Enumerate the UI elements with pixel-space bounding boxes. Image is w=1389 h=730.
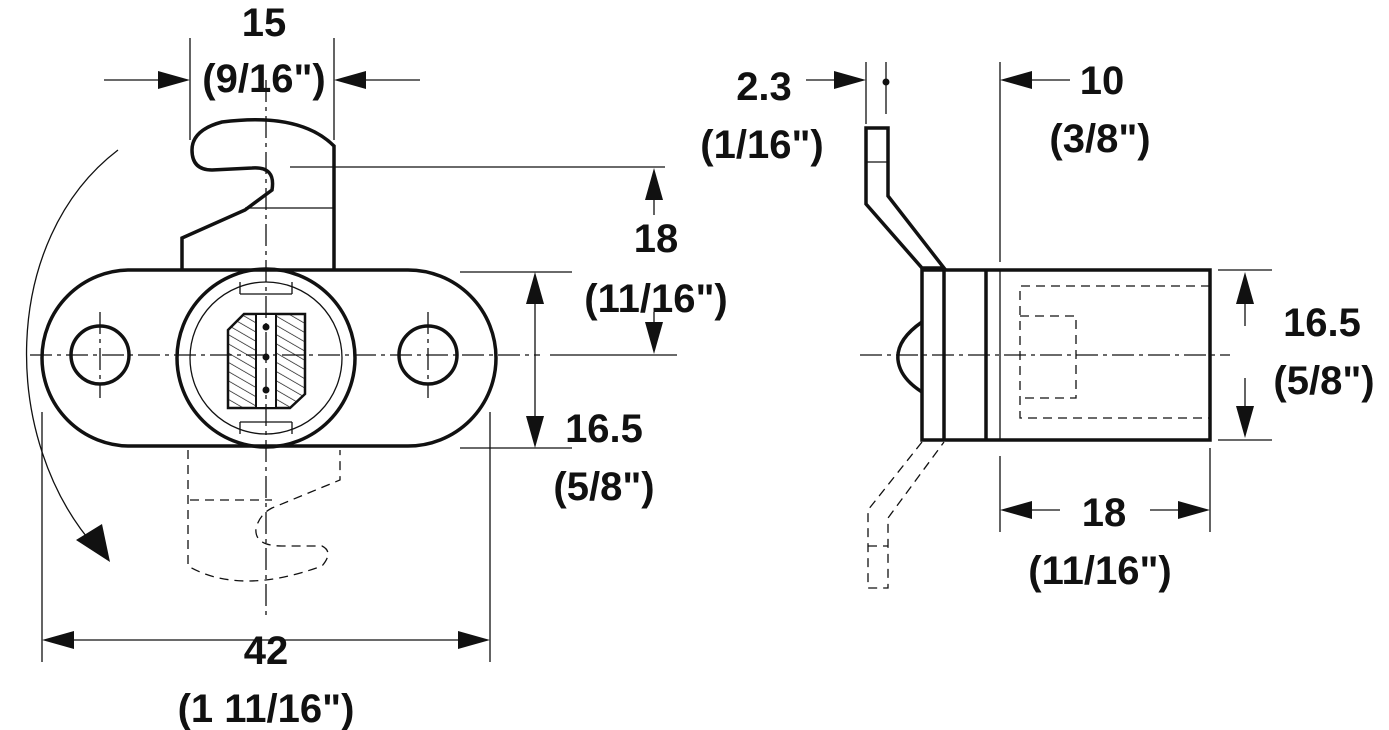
label-cam-offset-inch: (3/8") bbox=[1049, 117, 1150, 161]
dim-42-arrow-right bbox=[458, 631, 490, 649]
label-body-height-inch: (5/8") bbox=[553, 465, 654, 509]
dim-15-arrow-right bbox=[334, 71, 366, 89]
label-top-width-mm: 15 bbox=[242, 1, 287, 45]
rotation-arrowhead bbox=[76, 524, 110, 562]
cam-hook-rotated-dashed bbox=[187, 450, 341, 582]
dim-15-arrow-left bbox=[158, 71, 190, 89]
dim-side-165-arrow-up bbox=[1236, 272, 1254, 304]
dim-165-arrow-down bbox=[526, 416, 544, 448]
label-body-height-mm: 16.5 bbox=[565, 407, 643, 451]
label-hook-height-inch: (11/16") bbox=[584, 277, 728, 321]
label-overall-width-inch: (1 11/16") bbox=[178, 687, 355, 730]
label-hook-height-mm: 18 bbox=[634, 217, 679, 261]
label-cam-thickness-mm: 2.3 bbox=[736, 65, 792, 109]
label-side-height-inch: (5/8") bbox=[1273, 359, 1374, 403]
label-side-length-mm: 18 bbox=[1082, 491, 1127, 535]
cam-hook bbox=[180, 118, 336, 270]
label-cam-offset-mm: 10 bbox=[1080, 59, 1125, 103]
dim-side-18-arrow-left bbox=[1000, 501, 1032, 519]
rotation-arrow bbox=[25, 149, 119, 549]
side-view bbox=[806, 62, 1272, 589]
label-overall-width-mm: 42 bbox=[244, 629, 289, 673]
label-top-width-inch: (9/16") bbox=[202, 57, 325, 101]
label-side-length-inch: (11/16") bbox=[1028, 549, 1172, 593]
dim-side-165-arrow-down bbox=[1236, 406, 1254, 438]
dim-23-arrow bbox=[834, 71, 866, 89]
side-bump bbox=[896, 320, 923, 394]
side-cam-rotated-dashed bbox=[867, 441, 945, 589]
side-hidden-bore bbox=[1019, 285, 1210, 419]
side-cam-profile bbox=[864, 126, 948, 270]
label-side-height-mm: 16.5 bbox=[1283, 301, 1361, 345]
lock-body bbox=[40, 268, 498, 448]
side-body bbox=[920, 268, 1212, 442]
dim-10-arrow bbox=[1000, 71, 1032, 89]
front-view bbox=[25, 38, 677, 662]
dim-side-18-arrow-right bbox=[1178, 501, 1210, 519]
label-cam-thickness-inch: (1/16") bbox=[700, 123, 823, 167]
side-hidden-core bbox=[1020, 315, 1077, 399]
dim-165-arrow-up bbox=[526, 272, 544, 304]
dim-42-arrow-left bbox=[42, 631, 74, 649]
dim-18-arrow-down bbox=[645, 322, 663, 354]
dimension-labels: 15 (9/16") 18 (11/16") 16.5 (5/8") 42 (1… bbox=[178, 1, 1375, 730]
dim-18-arrow-up bbox=[645, 168, 663, 200]
side-ext-dot bbox=[882, 78, 890, 86]
